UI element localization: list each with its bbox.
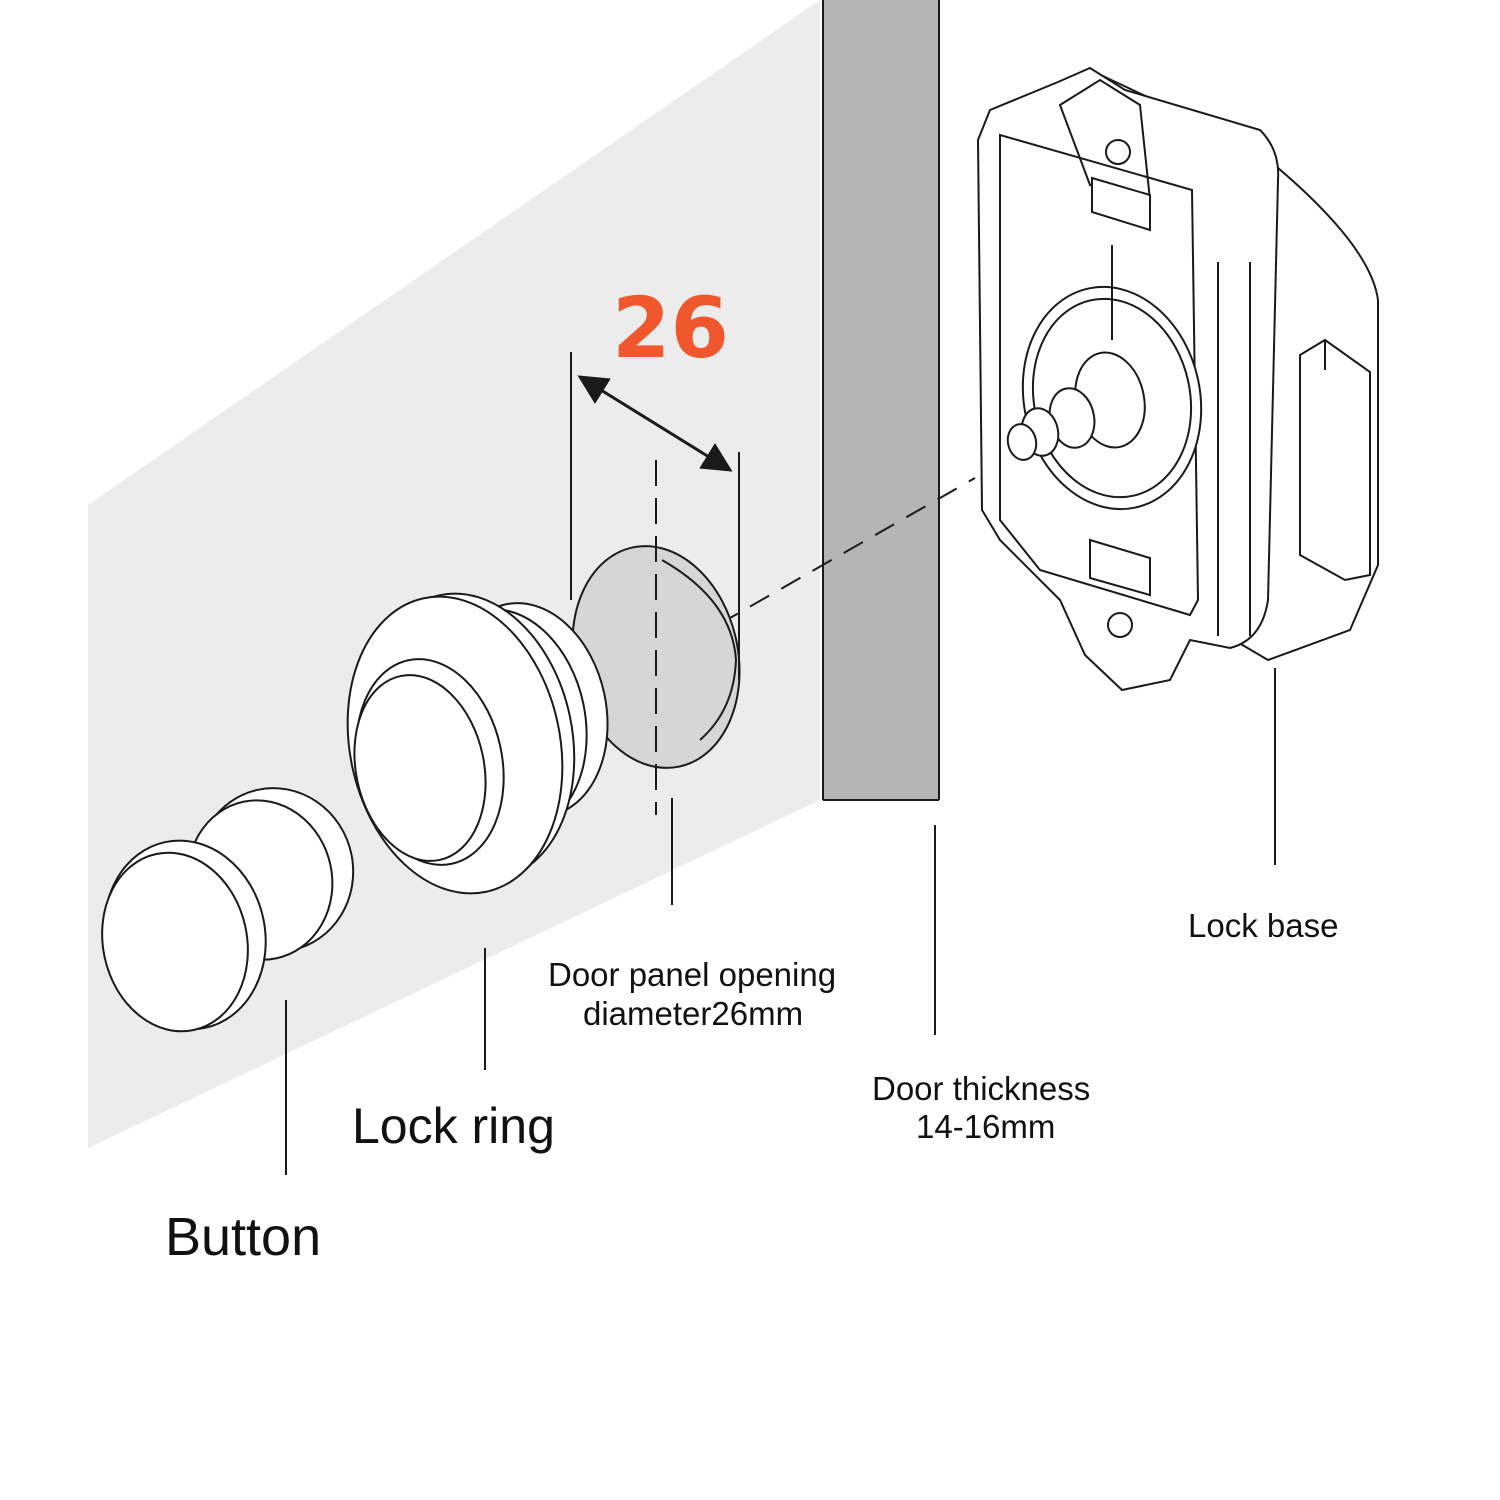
dimension-arrow (577, 375, 733, 472)
label-opening-line2: diameter26mm (583, 995, 804, 1032)
dimension-value: 26 (612, 279, 729, 377)
label-lock-ring: Lock ring (352, 1098, 555, 1154)
button-part (101, 787, 355, 1033)
lock-base-part (976, 66, 1379, 692)
center-axis-dashed (624, 477, 976, 679)
lock-ring-part (346, 592, 609, 895)
label-lock-base: Lock base (1188, 907, 1339, 944)
label-thickness-line2: 14-16mm (916, 1108, 1056, 1145)
label-opening-line1: Door panel opening (548, 956, 837, 993)
label-button: Button (165, 1207, 322, 1267)
panel-opening-hole (571, 460, 741, 815)
door-panel-edge (823, 0, 939, 800)
label-thickness-line1: Door thickness (872, 1070, 1091, 1107)
